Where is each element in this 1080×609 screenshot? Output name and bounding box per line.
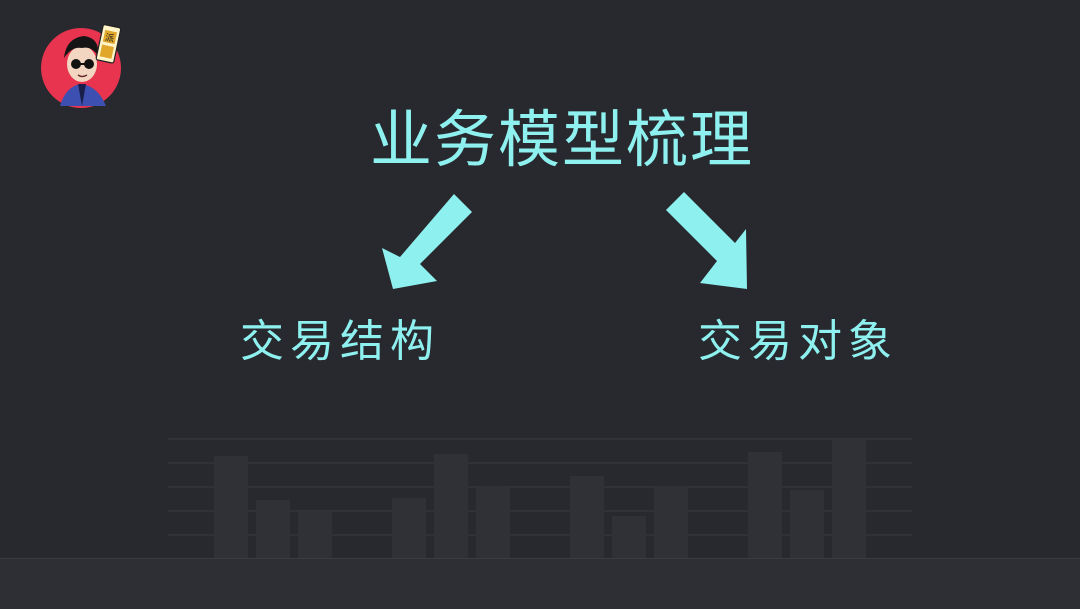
left-branch-label: 交易结构 bbox=[240, 316, 440, 367]
footer-bar bbox=[0, 558, 1080, 609]
slide-title: 业务模型梳理 bbox=[369, 103, 754, 176]
right-branch-label: 交易对象 bbox=[698, 316, 898, 367]
arrow-down-left-icon bbox=[382, 194, 472, 289]
logo-badge-text: 派 bbox=[104, 32, 115, 45]
background-bars-decoration bbox=[168, 438, 912, 558]
arrow-down-right-icon bbox=[666, 192, 747, 289]
avatar-logo-icon: 派 bbox=[41, 24, 122, 108]
